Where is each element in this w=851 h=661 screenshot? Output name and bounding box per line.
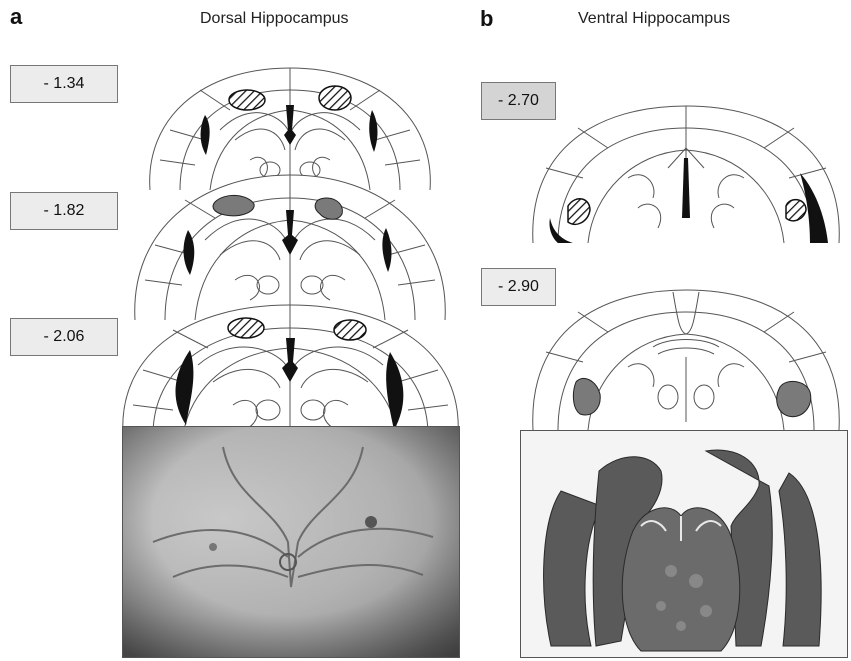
panel-a-letter: a [10,4,22,30]
lesion-right [319,86,351,110]
panel-b-title: Ventral Hippocampus [578,10,730,28]
level-label-3: - 2.06 [10,318,118,356]
histology-photo-ventral [520,430,848,658]
lesion-left [568,199,590,225]
ventricle-left [201,115,210,155]
lesion-left [228,318,264,338]
lesion-left [213,195,254,215]
panel-b-letter: b [480,6,493,32]
lesion-right [334,320,366,340]
lesion-right [786,200,806,221]
histology-photo-dorsal [122,426,460,658]
brain-section-ventral-1 [528,98,844,246]
ventricle-right [369,110,377,152]
ventricle-midline [682,158,690,218]
lesion-left [573,378,600,415]
tissue-right-cortex [779,473,821,646]
level-label-1: - 1.34 [10,65,118,103]
lesion-left [229,90,265,110]
level-label-2: - 1.82 [10,192,118,230]
brain-section-ventral-2 [528,282,844,432]
brain-section-dorsal-3 [118,290,463,440]
panel-a-title: Dorsal Hippocampus [200,10,349,28]
tissue-left-cortex [544,491,601,646]
lesion-right [777,381,811,416]
